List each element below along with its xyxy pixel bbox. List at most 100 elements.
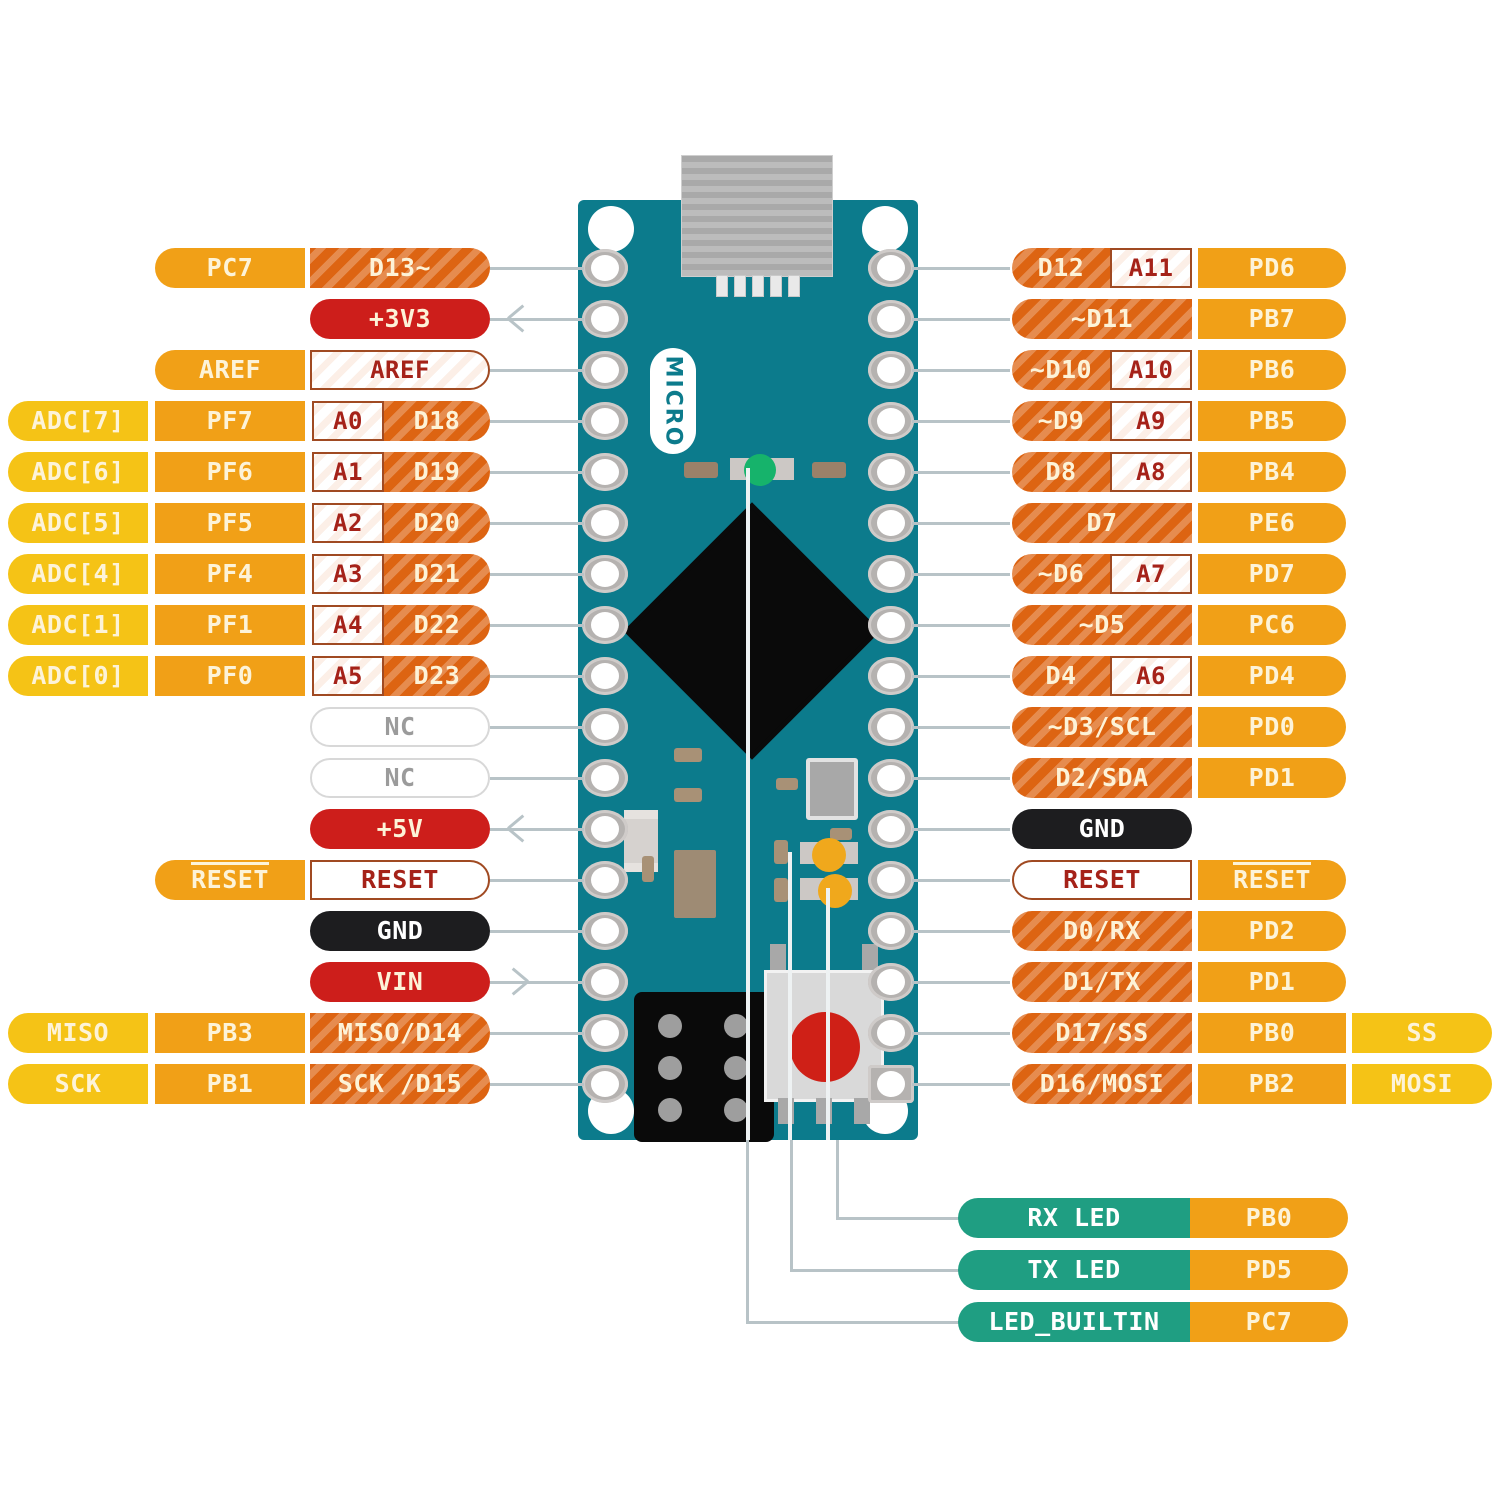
pin-lead-left-10 (490, 726, 584, 729)
pin-hole-right-2[interactable] (868, 300, 914, 338)
pin-label-right-5-digital: D8 (1012, 452, 1110, 492)
pin-hole-right-6[interactable] (868, 504, 914, 542)
power-flow-arrow (508, 969, 532, 993)
pin-label-right-1-analog: A11 (1110, 248, 1192, 288)
pin-hole-right-3[interactable] (868, 351, 914, 389)
pin-label-right-4-analog: A9 (1110, 401, 1192, 441)
pin-hole-left-10[interactable] (582, 708, 628, 746)
microcontroller-chip (630, 509, 874, 753)
pin-hole-right-1[interactable] (868, 249, 914, 287)
pin-label-right-4-digital: ~D9 (1012, 401, 1110, 441)
pin-label-left-9-digital: D23 (384, 656, 490, 696)
pin-hole-right-17[interactable] (868, 1065, 914, 1103)
pin-lead-right-14 (912, 930, 1010, 933)
reset-button-leg (770, 944, 786, 970)
pin-label-right-5-analog: A8 (1110, 452, 1192, 492)
pin-label-left-17-digital: SCK /D15 (310, 1064, 490, 1104)
smd-capacitor (830, 828, 852, 840)
pin-hole-right-5[interactable] (868, 453, 914, 491)
pin-hole-right-4[interactable] (868, 402, 914, 440)
pin-label-left-4-digital: D18 (384, 401, 490, 441)
pin-label-right-3-port: PB6 (1198, 350, 1346, 390)
smd-capacitor (674, 788, 702, 802)
pin-lead-right-17 (912, 1083, 1010, 1086)
pin-hole-right-16[interactable] (868, 1014, 914, 1052)
pin-label-left-4-peripheral: ADC[7] (8, 401, 148, 441)
pin-hole-left-6[interactable] (582, 504, 628, 542)
pin-lead-right-10 (912, 726, 1010, 729)
trace-rx-led (826, 888, 830, 1140)
pin-lead-left-5 (490, 471, 584, 474)
pin-label-right-7-port: PD7 (1198, 554, 1346, 594)
pin-label-right-10-digital: ~D3/SCL (1012, 707, 1192, 747)
pin-hole-right-9[interactable] (868, 657, 914, 695)
pin-lead-left-8 (490, 624, 584, 627)
pin-label-left-4-port: PF7 (155, 401, 305, 441)
pin-hole-left-3[interactable] (582, 351, 628, 389)
pin-label-left-6-peripheral: ADC[5] (8, 503, 148, 543)
pin-hole-left-17[interactable] (582, 1065, 628, 1103)
pin-lead-left-15 (490, 981, 584, 984)
crystal-oscillator (806, 758, 858, 820)
pin-hole-left-1[interactable] (582, 249, 628, 287)
pin-hole-left-14[interactable] (582, 912, 628, 950)
pin-hole-left-2[interactable] (582, 300, 628, 338)
pin-label-right-8-port: PC6 (1198, 605, 1346, 645)
pin-label-right-15-digital: D1/TX (1012, 962, 1192, 1002)
pin-label-right-11-port: PD1 (1198, 758, 1346, 798)
smd-resistor (812, 462, 846, 478)
pin-lead-right-16 (912, 1032, 1010, 1035)
pin-hole-left-15[interactable] (582, 963, 628, 1001)
pin-label-left-1-port: PC7 (155, 248, 305, 288)
pin-label-left-4-analog: A0 (312, 401, 384, 441)
pin-label-right-2-port: PB7 (1198, 299, 1346, 339)
pin-label-left-8-peripheral: ADC[1] (8, 605, 148, 645)
pin-hole-left-13[interactable] (582, 861, 628, 899)
pin-lead-right-7 (912, 573, 1010, 576)
pin-label-left-17-port: PB1 (155, 1064, 305, 1104)
pin-label-left-9-analog: A5 (312, 656, 384, 696)
pin-hole-right-13[interactable] (868, 861, 914, 899)
smd-resistor (774, 878, 788, 902)
pin-hole-left-8[interactable] (582, 606, 628, 644)
pin-hole-right-10[interactable] (868, 708, 914, 746)
voltage-regulator (674, 850, 716, 918)
mounting-hole-top-left (588, 206, 634, 252)
pin-label-left-16-port: PB3 (155, 1013, 305, 1053)
pin-lead-right-1 (912, 267, 1010, 270)
pin-label-right-12-ground: GND (1012, 809, 1192, 849)
pin-hole-right-11[interactable] (868, 759, 914, 797)
pin-label-left-5-peripheral: ADC[6] (8, 452, 148, 492)
pin-hole-right-8[interactable] (868, 606, 914, 644)
pin-hole-right-12[interactable] (868, 810, 914, 848)
pin-hole-right-14[interactable] (868, 912, 914, 950)
pin-label-left-16-digital: MISO/D14 (310, 1013, 490, 1053)
icsp-header (634, 992, 774, 1142)
pin-lead-left-2 (490, 318, 584, 321)
led-trace-v-1 (790, 1140, 793, 1270)
pin-hole-left-4[interactable] (582, 402, 628, 440)
pin-lead-right-6 (912, 522, 1010, 525)
pin-hole-left-12[interactable] (582, 810, 628, 848)
pin-label-left-8-digital: D22 (384, 605, 490, 645)
pin-hole-left-5[interactable] (582, 453, 628, 491)
pin-hole-right-15[interactable] (868, 963, 914, 1001)
pin-label-left-1-digital: D13~ (310, 248, 490, 288)
pin-lead-left-1 (490, 267, 584, 270)
arduino-micro-board: MICRO (578, 155, 918, 1142)
led-trace-h-1 (790, 1269, 964, 1272)
pin-hole-left-16[interactable] (582, 1014, 628, 1052)
pin-label-left-9-peripheral: ADC[0] (8, 656, 148, 696)
pin-hole-left-7[interactable] (582, 555, 628, 593)
mounting-hole-top-right (862, 206, 908, 252)
pin-label-left-7-digital: D21 (384, 554, 490, 594)
pin-hole-left-11[interactable] (582, 759, 628, 797)
silkscreen-name-badge: MICRO (650, 348, 696, 454)
pin-hole-left-9[interactable] (582, 657, 628, 695)
pin-label-left-13-port: RESET (155, 860, 305, 900)
pin-lead-right-5 (912, 471, 1010, 474)
pin-hole-right-7[interactable] (868, 555, 914, 593)
reset-button-cap[interactable] (790, 1012, 860, 1082)
led-label-1: TX LED (958, 1250, 1190, 1290)
pin-label-left-17-peripheral: SCK (8, 1064, 148, 1104)
